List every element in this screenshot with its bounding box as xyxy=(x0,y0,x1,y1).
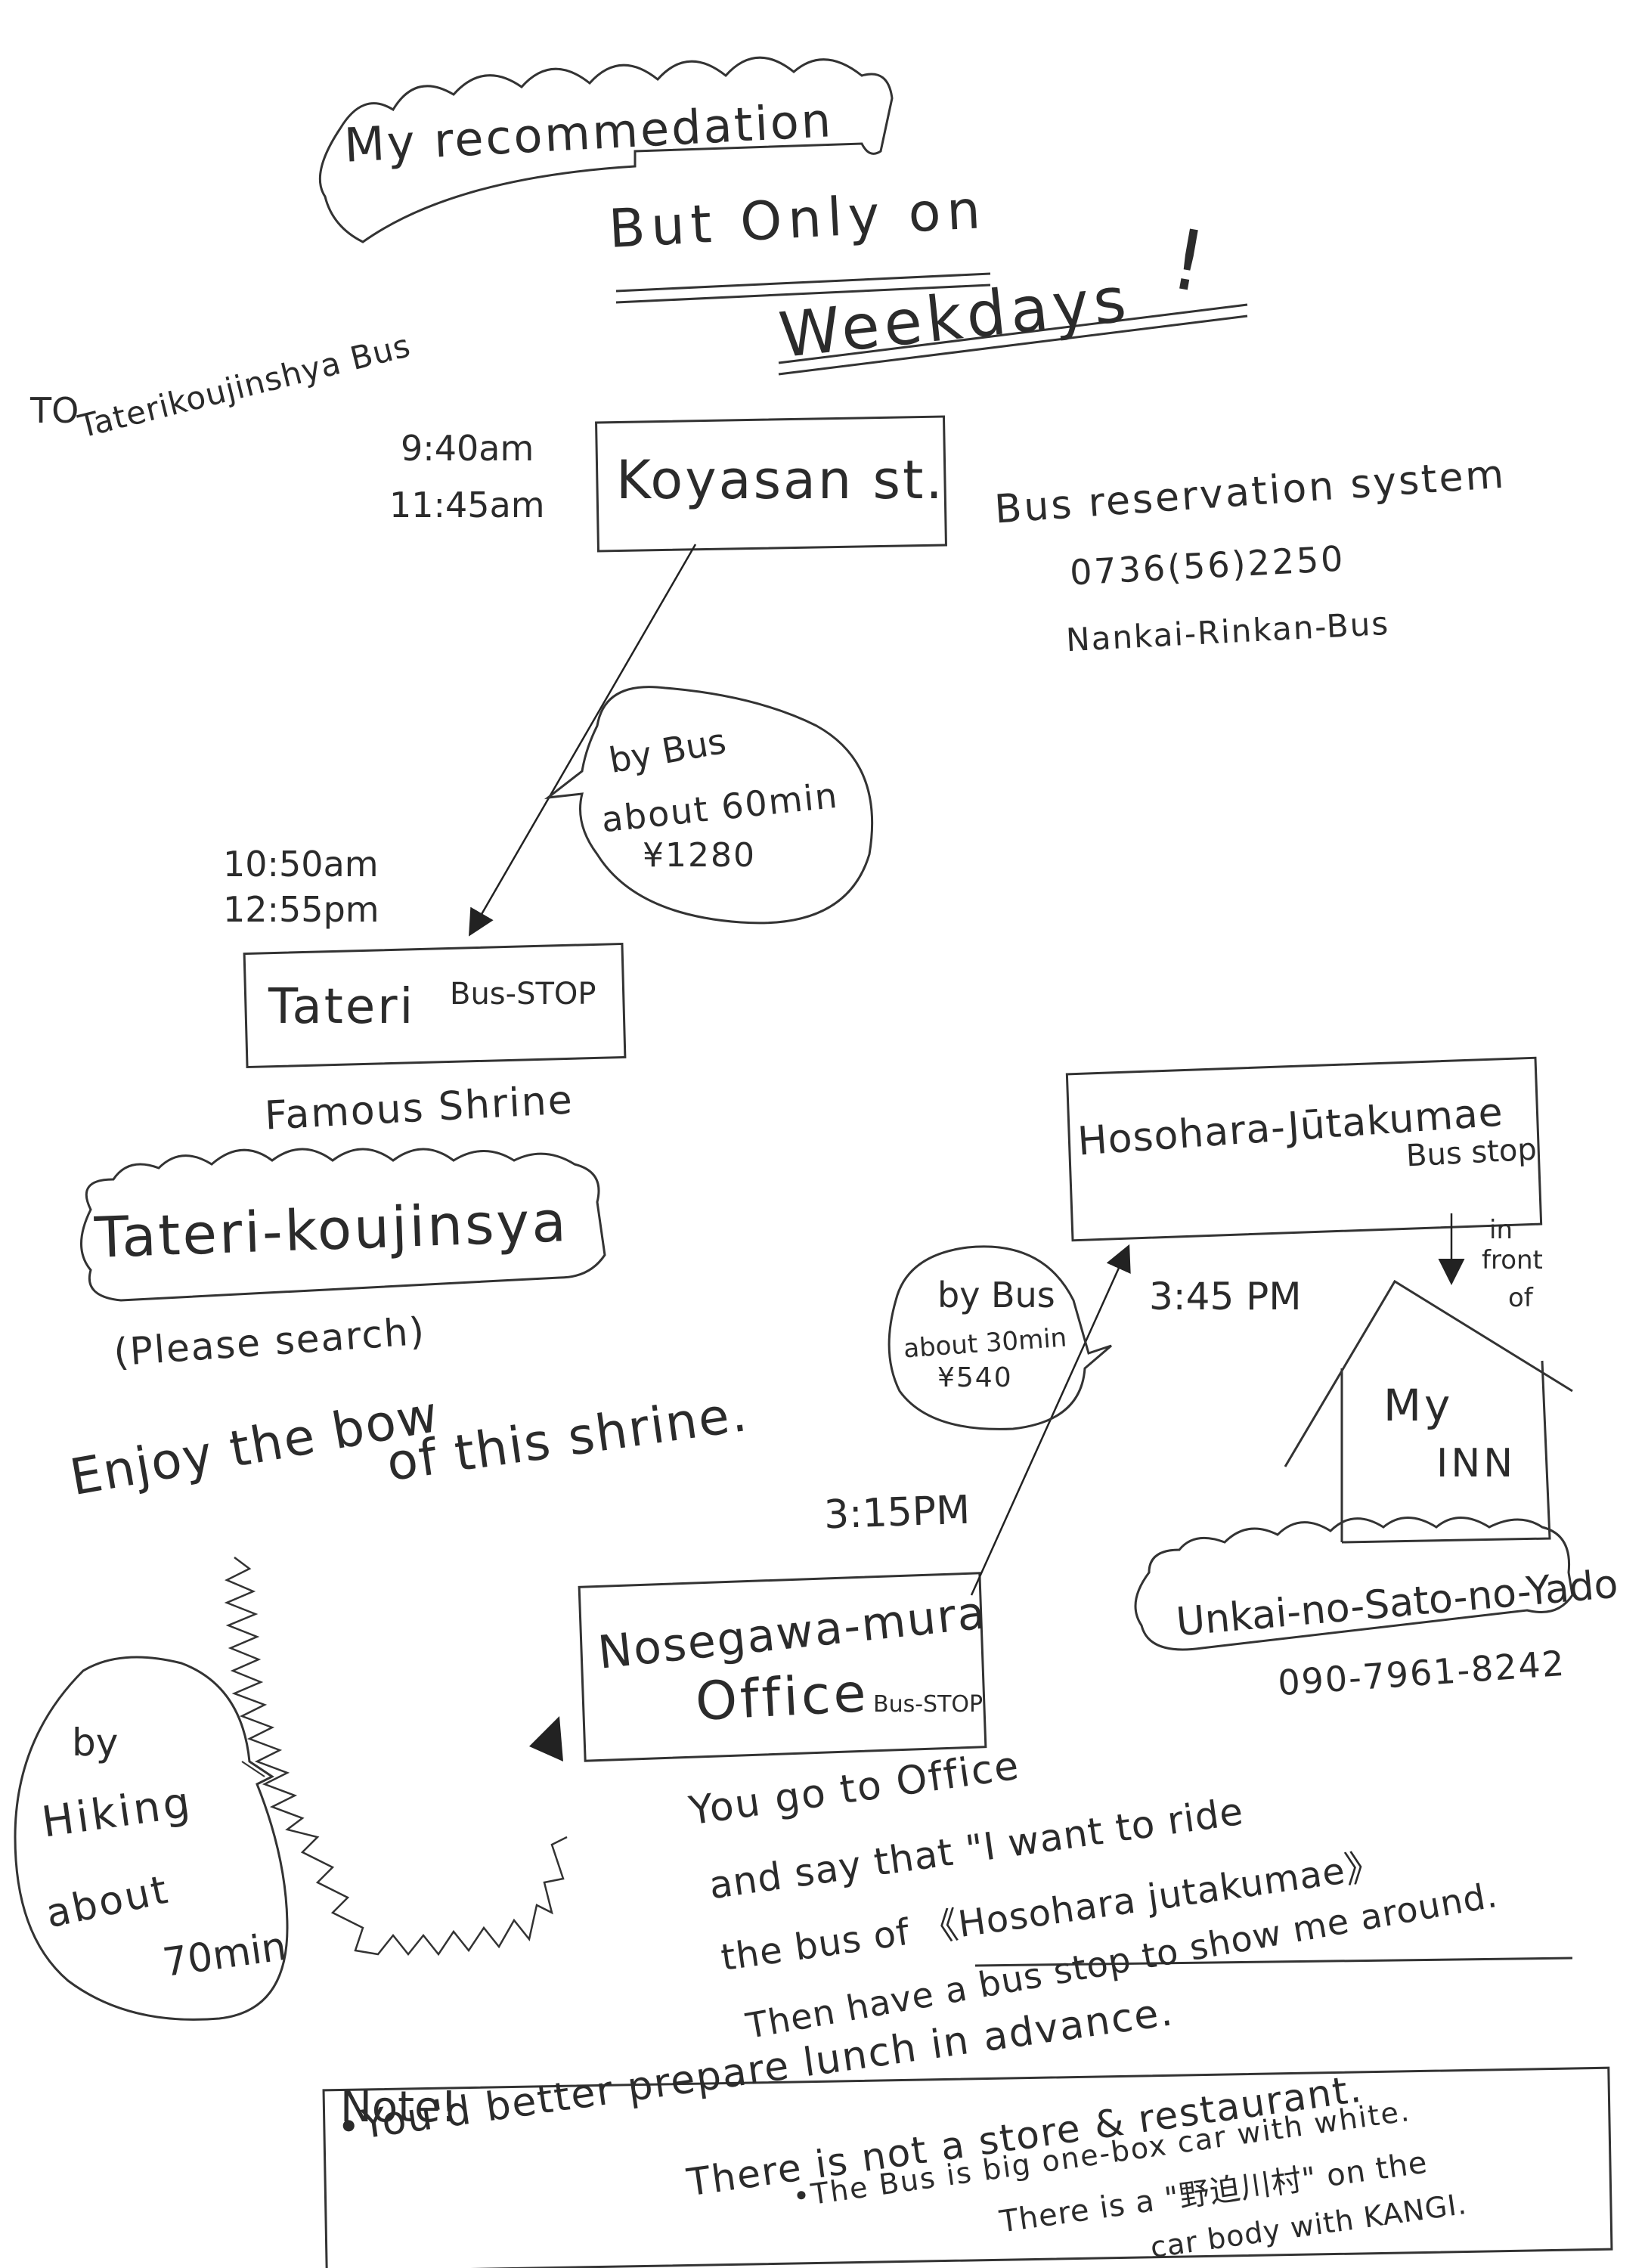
hosohara-line-2: Bus stop xyxy=(1405,1132,1538,1174)
inn-my-label: My xyxy=(1383,1380,1454,1431)
bus-header-time-2: 11:45am xyxy=(389,485,545,525)
hiking-bubble-shape xyxy=(14,1656,289,2021)
bus-header-time-1: 9:40am xyxy=(401,428,534,469)
bubble-bus-2-line-1: by Bus xyxy=(937,1275,1055,1315)
note-title: Note! xyxy=(340,2083,458,2132)
bubble-bus-2-shape xyxy=(888,1245,1112,1430)
inn-front-label: front xyxy=(1482,1245,1543,1275)
bubble-bus-1-line-3: ¥1280 xyxy=(643,836,756,875)
hosohara-bus-stop-box xyxy=(1065,1056,1543,1242)
weekdays-underline-2 xyxy=(778,314,1248,376)
nosegawa-office-box xyxy=(578,1572,987,1762)
shrine-name: Tateri-koujinsya xyxy=(93,1189,569,1271)
tateri-bus-stop-box xyxy=(243,942,627,1069)
inn-of-label: of xyxy=(1508,1283,1533,1313)
nosegawa-suffix: Bus-STOP xyxy=(873,1691,984,1718)
hosohara-time: 3:45 PM xyxy=(1149,1275,1302,1318)
arrival-tateri-time-2: 12:55pm xyxy=(223,889,379,930)
koyasan-station-box xyxy=(595,415,947,553)
bus-header-to: TO xyxy=(30,390,79,431)
note-separator xyxy=(974,1957,1573,1967)
title-cloud-frame xyxy=(318,56,894,243)
shrine-cloud-frame xyxy=(80,1148,606,1302)
inn-inn-label: INN xyxy=(1436,1441,1516,1486)
arrow-koyasan-to-tateri xyxy=(468,544,697,937)
tateri-bus-stop-suffix: Bus-STOP xyxy=(450,977,596,1012)
tateri-bus-stop-name: Tateri xyxy=(268,979,416,1035)
nosegawa-time: 3:15PM xyxy=(823,1487,971,1538)
bubble-bus-1-shape xyxy=(544,686,874,925)
inn-cloud-frame xyxy=(1134,1517,1574,1651)
hiking-arrowhead xyxy=(529,1716,563,1761)
bubble-bus-2-line-3: ¥540 xyxy=(937,1362,1013,1393)
nosegawa-line-2: Office xyxy=(694,1662,871,1733)
weekdays-underline-1 xyxy=(778,303,1248,364)
arrow-nosegawa-to-hosohara xyxy=(970,1244,1131,1596)
inn-house-shape xyxy=(1284,1279,1573,1544)
title-underline-1 xyxy=(615,272,991,293)
arrival-tateri-time-1: 10:50am xyxy=(223,844,379,885)
hiking-zigzag-path xyxy=(224,1557,568,1957)
hiking-line-1: by xyxy=(72,1721,119,1765)
hiking-pointer-line xyxy=(241,1761,265,1777)
koyasan-station-label: Koyasan st. xyxy=(616,449,945,511)
note-box xyxy=(322,2066,1613,2268)
title-underline-2 xyxy=(615,284,991,304)
inn-in-label: in xyxy=(1489,1215,1513,1245)
